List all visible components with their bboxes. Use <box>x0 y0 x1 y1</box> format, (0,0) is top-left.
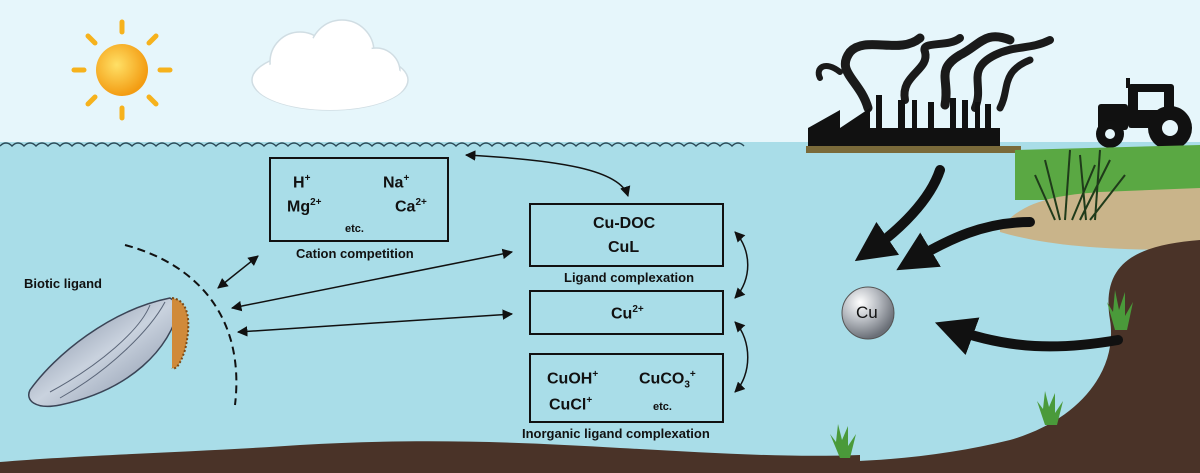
free-copper-box: Cu2+ <box>529 290 724 335</box>
inorganic-ligand-box: CuOH+ CuCO3+ CuCl+ etc. <box>529 353 724 423</box>
water-surface <box>0 142 745 148</box>
biotic-ligand-boundary <box>124 244 238 406</box>
mg-ion: Mg2+ <box>287 197 322 216</box>
sky <box>0 0 1200 145</box>
ca-ion: Ca2+ <box>395 197 427 216</box>
h-ion: H+ <box>293 173 311 192</box>
grass-bank <box>1015 145 1200 200</box>
cu-l: CuL <box>608 239 640 256</box>
tractor-icon <box>1096 78 1192 150</box>
reeds <box>1034 149 1126 221</box>
inorganic-ligand-label: Inorganic ligand complexation <box>522 426 710 441</box>
cucl: CuCl+ <box>549 395 593 414</box>
cuoh: CuOH+ <box>547 369 599 388</box>
ligand-complexation-label: Ligand complexation <box>564 270 695 285</box>
cu-doc: Cu-DOC <box>593 215 656 232</box>
shore <box>820 240 1200 473</box>
biotic-ligand-label: Biotic ligand <box>24 276 102 291</box>
ligand-complexation-box: Cu-DOC CuL <box>529 203 724 267</box>
inorganic-etc: etc. <box>653 401 672 413</box>
sand-slope <box>1000 188 1200 250</box>
cuco3: CuCO3+ <box>639 369 696 391</box>
cation-box: H+ Na+ Mg2+ Ca2+ etc. <box>269 157 449 242</box>
sediment <box>0 441 860 473</box>
na-ion: Na+ <box>383 173 410 192</box>
smoke-plumes <box>815 32 1054 113</box>
mussel-icon <box>28 297 190 407</box>
interaction-arrows <box>217 150 749 393</box>
factory-icon <box>808 95 1000 148</box>
sun-icon <box>71 19 173 121</box>
water <box>0 142 1200 473</box>
cation-competition-label: Cation competition <box>296 246 414 261</box>
cu2-ion: Cu2+ <box>611 304 644 323</box>
water-plants <box>830 290 1133 458</box>
cu-particle <box>841 286 895 340</box>
cu-particle-label: Cu <box>856 303 878 322</box>
pollution-arrows <box>854 165 1123 356</box>
cation-etc: etc. <box>345 223 364 235</box>
factory-ground <box>806 146 1021 153</box>
